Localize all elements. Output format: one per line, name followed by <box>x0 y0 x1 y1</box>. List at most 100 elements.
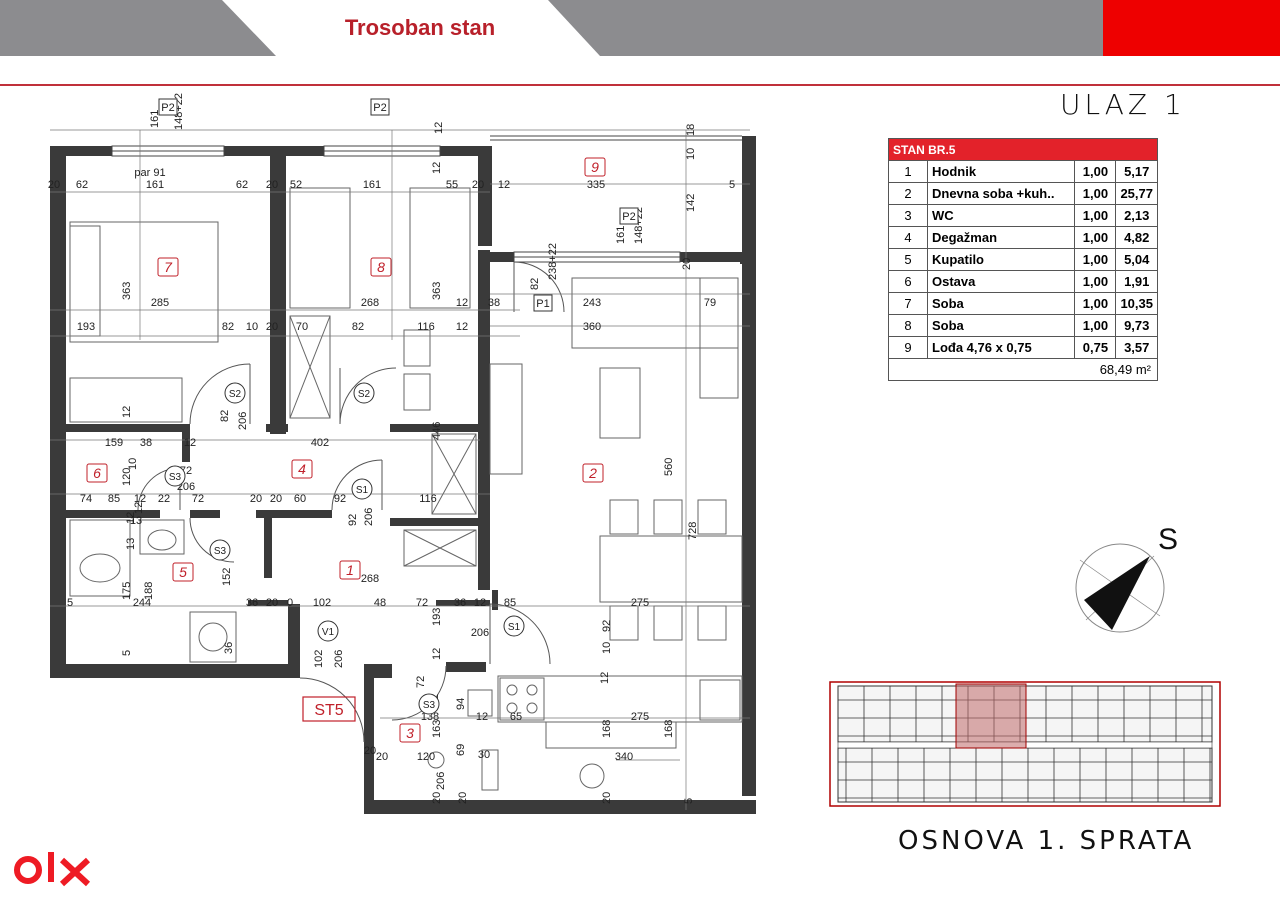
dimension-label: 102 <box>313 650 325 668</box>
window-tag-box <box>158 98 178 116</box>
dimension-label: 168 <box>601 720 613 738</box>
dimension-label: 20 <box>250 493 262 505</box>
dimension-label: 161 <box>363 179 381 191</box>
dimension-label: 560 <box>663 458 675 476</box>
dimension-label: 12 <box>476 711 488 723</box>
room-tag: 2 <box>588 465 597 481</box>
entry-tag: ST5 <box>314 702 343 719</box>
dimension-label: 12 <box>456 321 468 333</box>
room-tag: 9 <box>591 159 599 175</box>
dimension-label: 72 <box>415 676 427 688</box>
dimension-label: 159 <box>105 437 123 449</box>
dimension-label: 163 <box>431 720 443 738</box>
dimension-label: 62 <box>76 179 88 191</box>
room-tag: 5 <box>179 564 187 580</box>
room-tag-box <box>339 560 361 580</box>
dimension-label: 206 <box>471 627 489 639</box>
dimension-label: 18 <box>685 124 697 136</box>
dimension-label: 12 <box>134 493 146 505</box>
dimension-label: 446 <box>431 422 443 440</box>
dimension-label: 20 <box>431 792 443 804</box>
door-tag-circle <box>503 615 525 637</box>
room-tag-box <box>370 257 392 277</box>
dimension-label: 161 <box>146 179 164 191</box>
dimension-label: 60 <box>294 493 306 505</box>
dimension-label: 10 <box>127 458 139 470</box>
dimension-label: 238+22 <box>547 243 559 280</box>
dimension-label: 116 <box>417 321 435 333</box>
dimension-lines <box>50 129 750 810</box>
door-tag-circle <box>353 382 375 404</box>
dimension-label: 116 <box>419 493 437 505</box>
dimension-label: 94 <box>455 698 467 710</box>
room-tag-box <box>582 463 604 483</box>
dimension-label: 12 <box>121 406 133 418</box>
dimension-label: 79 <box>704 297 716 309</box>
dimension-label: 70 <box>296 321 308 333</box>
dimension-label: 30 <box>478 749 490 761</box>
dimension-label: 268 <box>361 573 379 585</box>
window-tag: P2 <box>161 102 174 114</box>
dimension-label: 5 <box>729 179 735 191</box>
header-accent <box>1103 0 1280 56</box>
door-tag-circle <box>317 620 339 642</box>
dimension-label: 69 <box>455 744 467 756</box>
room-tag-box <box>172 562 194 582</box>
dimension-label: 92 <box>334 493 346 505</box>
dimension-label: 36 <box>246 597 258 609</box>
dimension-label: 12 <box>431 648 443 660</box>
dimension-label: 268 <box>361 297 379 309</box>
door-tag: S3 <box>214 546 227 557</box>
window-tag-box <box>370 98 390 116</box>
dimension-label: 12 <box>431 162 443 174</box>
olx-logo <box>14 852 91 887</box>
dimension-label: 335 <box>587 179 605 191</box>
door-tag: S3 <box>423 700 436 711</box>
dimension-label: 20 <box>364 745 376 757</box>
dimension-label: 12 <box>599 672 611 684</box>
room-tag: 8 <box>377 259 385 275</box>
walls <box>50 136 756 814</box>
room-tag: 4 <box>298 461 306 477</box>
door-tag: S2 <box>358 389 371 400</box>
dimension-label: 20 <box>472 179 484 191</box>
compass-label: S <box>1158 523 1178 556</box>
dimension-label: 92 <box>601 620 613 632</box>
dimension-label: 188 <box>143 582 155 600</box>
dimension-label: 5 <box>683 798 695 804</box>
dimension-label: 36 <box>454 597 466 609</box>
dimension-label: 20 <box>681 258 693 270</box>
dimension-label: 12 <box>474 597 486 609</box>
dimension-label: 275 <box>631 597 649 609</box>
room-tag-box <box>584 157 606 177</box>
dimension-label: 102 <box>313 597 331 609</box>
dimension-label: 152 <box>221 568 233 586</box>
room-tag-box <box>86 463 108 483</box>
dimension-label: 74 <box>80 493 92 505</box>
dimension-label: 142 <box>685 194 697 212</box>
dimension-label: 360 <box>583 321 601 333</box>
dimension-label: 402 <box>311 437 329 449</box>
dimension-label: 20 <box>266 179 278 191</box>
dimension-label: 363 <box>121 282 133 300</box>
dimension-label: 48 <box>374 597 386 609</box>
window-tag-box <box>619 207 639 225</box>
door-tag-circle <box>224 382 246 404</box>
dimension-label: 244 <box>133 597 151 609</box>
dimension-label: 13 <box>125 538 137 550</box>
dimension-label: 20 <box>376 751 388 763</box>
dimension-label: 5 <box>121 650 133 656</box>
key-plan <box>829 681 1221 807</box>
dimension-label: 72 <box>416 597 428 609</box>
dimension-label: 12 <box>184 437 196 449</box>
dimension-label: 5 <box>67 597 73 609</box>
dimension-label: 161 <box>615 226 627 244</box>
windows <box>111 135 742 263</box>
dimension-label: 85 <box>108 493 120 505</box>
door-tag-circle <box>418 693 440 715</box>
floor-title: OSNOVA 1. SPRATA <box>898 826 1195 856</box>
dimension-label: 52 <box>290 179 302 191</box>
